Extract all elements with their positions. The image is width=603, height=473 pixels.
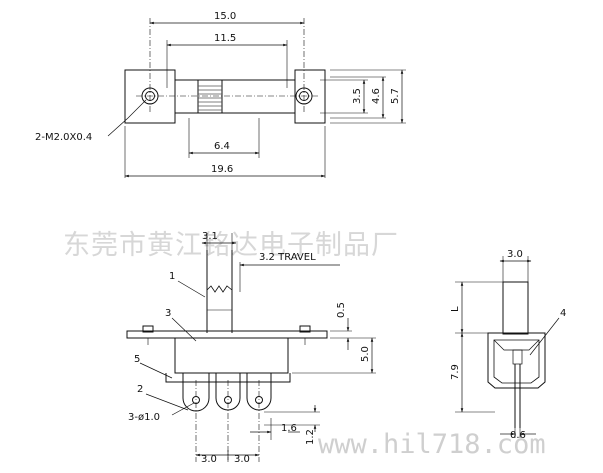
dim-1-2: 1.2 xyxy=(305,429,316,445)
watermark-company: 东莞市黄江铭达电子制品厂 xyxy=(63,230,399,261)
top-view xyxy=(107,18,406,178)
front-body xyxy=(174,337,289,374)
watermark-site: www.hil718.com xyxy=(318,429,546,460)
side-view-labels: 3.0 L 7.9 0.6 4 xyxy=(450,249,566,441)
dim-4-6: 4.6 xyxy=(371,88,382,104)
hole-callout: 2-M2.0X0.4 xyxy=(35,132,92,143)
dim-L: L xyxy=(450,306,461,312)
callout-4: 4 xyxy=(560,308,566,319)
travel-label: 3.2 TRAVEL xyxy=(259,252,316,263)
dim-side-3-0: 3.0 xyxy=(507,249,523,260)
callout-5: 5 xyxy=(134,354,140,365)
dim-6-4: 6.4 xyxy=(214,141,230,152)
dim-pin-pitch-left: 3.0 xyxy=(201,454,217,465)
front-actuator xyxy=(206,250,233,333)
dim-pin-pitch-right: 3.0 xyxy=(234,454,250,465)
dim-0-6: 0.6 xyxy=(510,430,526,441)
front-view-labels: 3.1 3.2 TRAVEL 0.5 5.0 3.0 3.0 1.6 1.2 3… xyxy=(128,231,371,465)
top-slider-knob xyxy=(197,79,223,114)
dim-15-0: 15.0 xyxy=(214,11,236,22)
dim-19-6: 19.6 xyxy=(211,164,233,175)
pin-hole-callout: 3-ø1.0 xyxy=(128,412,160,423)
dim-3-1: 3.1 xyxy=(202,231,218,242)
top-view-labels: 15.0 11.5 6.4 19.6 3.5 4.6 5.7 2-M2.0X0.… xyxy=(35,11,401,175)
dim-5-0: 5.0 xyxy=(360,346,371,362)
callout-1: 1 xyxy=(169,271,175,282)
dim-3-5: 3.5 xyxy=(352,88,363,104)
dim-5-7: 5.7 xyxy=(390,88,401,104)
dim-7-9: 7.9 xyxy=(450,364,461,380)
side-body xyxy=(487,332,546,389)
callout-3: 3 xyxy=(165,308,171,319)
side-view xyxy=(455,256,560,438)
dim-1-6: 1.6 xyxy=(281,423,297,434)
dim-11-5: 11.5 xyxy=(214,33,236,44)
side-actuator xyxy=(502,281,529,335)
callout-2: 2 xyxy=(137,384,143,395)
front-view xyxy=(126,233,376,462)
dim-0-5: 0.5 xyxy=(336,302,347,318)
front-flange xyxy=(126,330,328,339)
